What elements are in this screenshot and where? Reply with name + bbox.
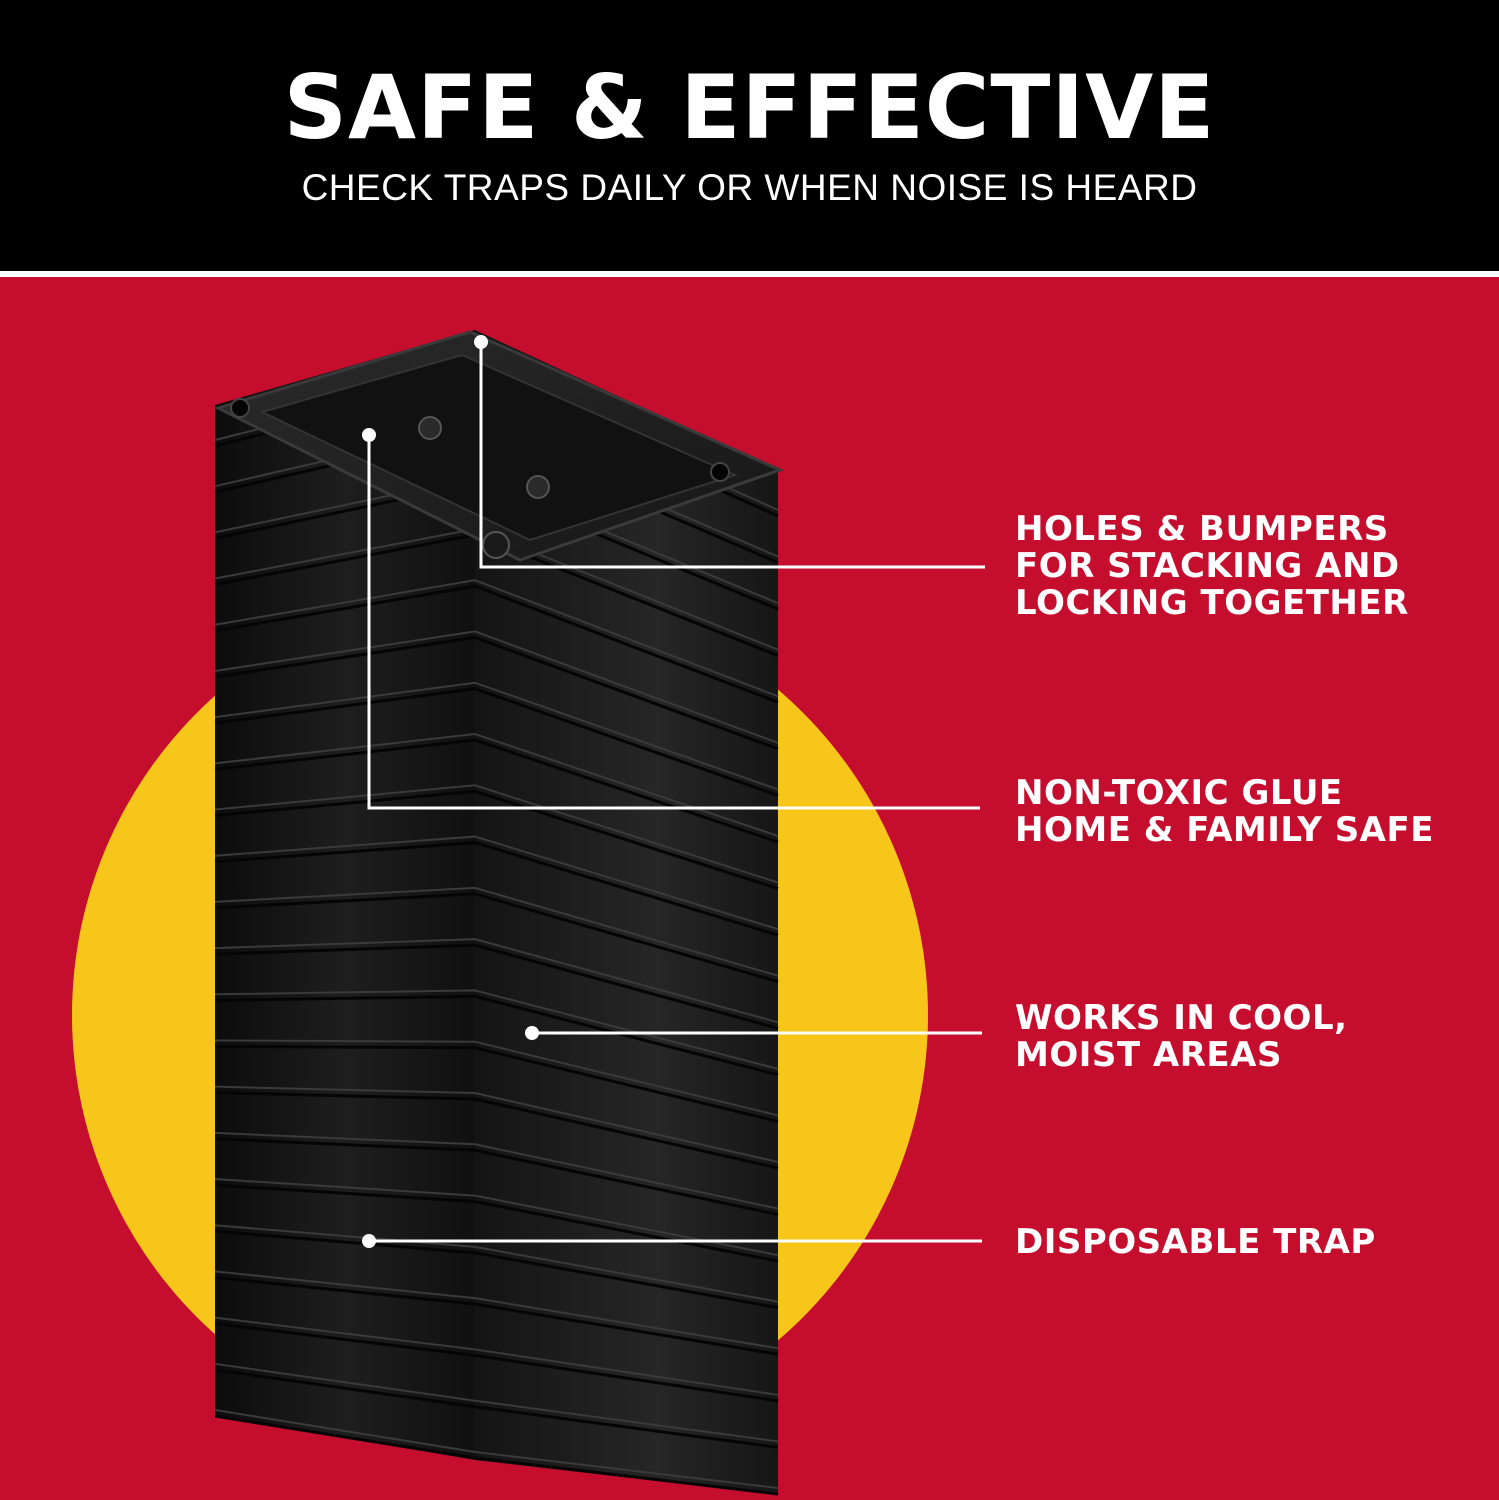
callout-cool-moist: WORKS IN COOL, MOIST AREAS <box>1015 1000 1348 1074</box>
trap-ridge-shadow <box>214 635 779 751</box>
bumper-icon <box>526 475 550 499</box>
trap-ridge-shadow <box>214 1044 779 1123</box>
trap-ridge <box>214 1224 779 1303</box>
trap-ridge-shadow <box>214 687 779 797</box>
trap-ridge-shadow <box>214 789 779 890</box>
callout-disposable-trap: DISPOSABLE TRAP <box>1015 1224 1376 1261</box>
page-subtitle: CHECK TRAPS DAILY OR WHEN NOISE IS HEARD <box>301 167 1198 208</box>
trap-ridge <box>214 1270 779 1350</box>
trap-ridge <box>214 579 779 698</box>
trap-ridge <box>214 1131 779 1210</box>
trap-ridge <box>214 835 779 931</box>
callout-non-toxic-glue: NON-TOXIC GLUE HOME & FAMILY SAFE <box>1015 775 1434 849</box>
header-divider <box>0 271 1499 277</box>
trap-ridge <box>214 1409 779 1489</box>
trap-ridge <box>214 732 779 837</box>
callout-dot <box>362 1234 376 1248</box>
trap-ridge <box>214 784 779 884</box>
product-illustration <box>72 330 985 1496</box>
hole-icon <box>230 398 250 418</box>
callout-line: DISPOSABLE TRAP <box>1015 1222 1376 1262</box>
trap-ridge-shadow <box>214 994 779 1077</box>
trap-ridge-shadow <box>214 1091 779 1170</box>
callout-dot <box>474 335 488 349</box>
callout-line: WORKS IN COOL, <box>1015 998 1348 1038</box>
trap-ridge-shadow <box>214 584 779 704</box>
trap-ridge <box>214 1362 779 1443</box>
trap-ridge-shadow <box>214 1368 779 1449</box>
trap-ridge-shadow <box>214 1275 779 1356</box>
callout-dot <box>362 428 376 442</box>
hole-icon <box>710 462 730 482</box>
leader-line-glue <box>367 436 980 810</box>
callout-line: LOCKING TOGETHER <box>1015 583 1409 623</box>
trap-ridge <box>214 989 779 1070</box>
trap-ridge <box>214 938 779 1024</box>
trap-ridge <box>214 886 779 977</box>
trap-ridge <box>214 630 779 744</box>
bumper-icon <box>418 416 442 440</box>
callout-line: NON-TOXIC GLUE <box>1015 773 1343 813</box>
trap-ridge <box>214 1316 779 1396</box>
trap-ridge-shadow <box>214 1414 779 1496</box>
trap-ridge <box>214 1085 779 1163</box>
page-title: SAFE & EFFECTIVE <box>283 56 1216 159</box>
trap-ridge-shadow <box>214 892 779 984</box>
trap-stack-front-side <box>475 330 778 1495</box>
callout-holes-bumpers: HOLES & BUMPERS FOR STACKING AND LOCKING… <box>1015 511 1409 622</box>
trap-ridge-shadow <box>214 1137 779 1217</box>
trap-top-glue-area <box>259 353 738 542</box>
trap-ridge-shadow <box>214 1322 779 1403</box>
trap-ridge <box>214 681 779 791</box>
trap-stack <box>213 330 785 1496</box>
trap-ridge <box>214 1178 779 1257</box>
trap-ridge-shadow <box>214 1229 779 1310</box>
callout-dot <box>525 1026 539 1040</box>
callout-line: HOLES & BUMPERS <box>1015 509 1389 549</box>
callout-leaders <box>367 343 985 1243</box>
header-banner <box>0 0 1499 271</box>
callout-line: HOME & FAMILY SAFE <box>1015 810 1434 850</box>
trap-ridge-shadow <box>214 943 779 1030</box>
callout-line: FOR STACKING AND <box>1015 546 1400 586</box>
callout-line: MOIST AREAS <box>1015 1035 1282 1075</box>
hole-icon <box>482 531 510 559</box>
callout-dots <box>362 335 539 1248</box>
trap-ridge-shadow <box>214 841 779 937</box>
leader-line-holes <box>479 343 985 569</box>
trap-ridge <box>214 1039 779 1117</box>
